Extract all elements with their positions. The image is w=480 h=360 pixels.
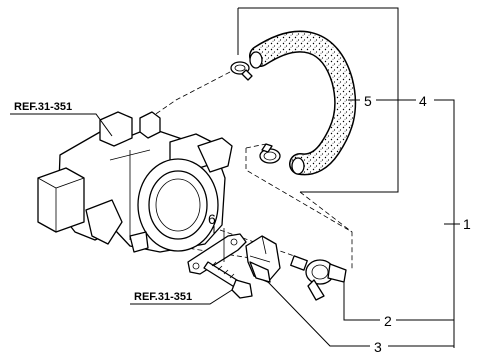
lower-hose-clamp-icon [259,143,281,164]
upper-hose-clamp-icon [230,61,253,81]
callout-1: 1 [463,216,471,232]
callout-4: 4 [419,93,427,109]
throttle-body-icon [37,111,233,253]
callout-3: 3 [374,339,382,355]
hose-icon [249,30,357,176]
upper-reference: REF.31-351 [10,101,113,137]
callout-6: 6 [208,211,216,227]
bracket-icon [187,228,247,275]
callout-leaders [213,99,460,348]
upper-reference-label: REF.31-351 [14,101,72,113]
valve-icon [290,255,347,301]
lower-reference: REF.31-351 [130,289,233,305]
assembly-dashed-frame [245,143,353,270]
lower-reference-label: REF.31-351 [134,291,192,303]
bolt-icon [203,261,253,299]
callout-2: 2 [384,313,392,329]
callout-5: 5 [364,93,372,109]
holder-icon [245,235,281,283]
